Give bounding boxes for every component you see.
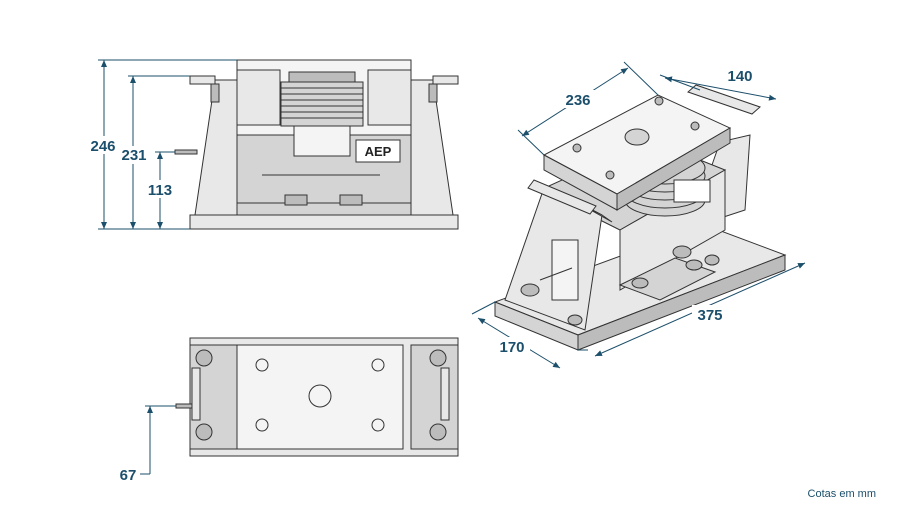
dim-top-width: 236 [565,92,590,109]
top-hole-4 [371,418,385,432]
iso-bolt-1 [520,283,540,297]
iso-support-window [551,239,579,301]
iso-logo-plate [673,179,711,203]
front-bolt-right [339,194,363,206]
front-pin [174,149,198,155]
iso-center-hole [624,128,650,146]
front-logo-plate [355,139,401,163]
front-base-plate [189,214,459,230]
front-handle-right [432,75,459,85]
iso-bolt-3 [672,245,692,259]
front-bolt-left [284,194,308,206]
top-handle-right [440,367,450,421]
front-view: AEP 246 231 113 [86,59,459,230]
top-bolt-4 [429,423,447,441]
dim-pin-offset: 67 [120,467,137,484]
iso-bolt-2 [567,314,583,326]
front-handle-left [189,75,216,85]
dim-height-pin: 113 [148,182,172,199]
top-bolt-2 [195,423,213,441]
dim-height-total: 246 [90,138,115,155]
top-hole-1 [255,358,269,372]
top-hole-3 [255,418,269,432]
top-pin [175,403,193,409]
top-bolt-3 [429,349,447,367]
top-view: 67 [120,337,459,484]
isometric-view: 236 140 170 375 [471,61,806,369]
top-handle-left [191,367,201,421]
iso-handle-left [527,179,597,215]
iso-bolt-4 [704,254,720,266]
dim-height-top: 231 [121,147,146,164]
iso-pin [539,267,573,281]
dim-base-length: 375 [697,307,722,324]
dim-base-depth: 170 [499,339,524,356]
front-bellows [280,71,364,157]
units-note: Cotas em mm [807,488,876,500]
top-bolt-1 [195,349,213,367]
top-center-hole [308,384,332,408]
dim-top-depth: 140 [727,68,752,85]
logo-text: AEP [365,144,392,159]
top-hole-2 [371,358,385,372]
